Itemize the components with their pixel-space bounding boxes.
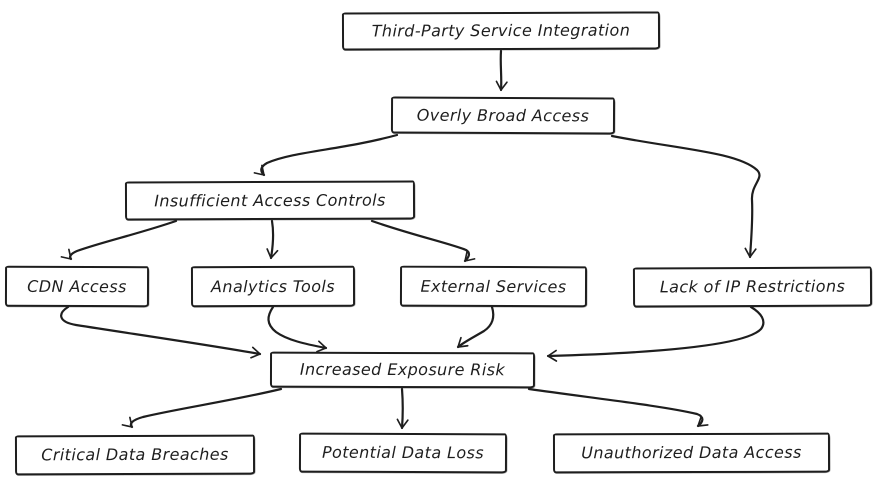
node-label-analytics: Analytics Tools	[211, 276, 335, 296]
node-critical-data-breaches: Critical Data Breaches	[14, 434, 256, 476]
node-label-cdn: CDN Access	[27, 276, 127, 296]
edge-increased-to-unauthorized	[527, 387, 709, 428]
node-label-potential: Potential Data Loss	[321, 442, 485, 463]
node-overly-broad-access: Overly Broad Access	[390, 96, 616, 135]
edge-insufficient-to-analytics	[266, 219, 279, 260]
node-external-services: External Services	[399, 265, 588, 308]
node-analytics-tools: Analytics Tools	[190, 265, 356, 308]
node-label-unauthorized: Unauthorized Data Access	[581, 442, 802, 463]
edge-increased-to-critical	[121, 387, 283, 429]
node-label-critical: Critical Data Breaches	[41, 444, 229, 465]
edge-insufficient-to-external	[370, 219, 476, 263]
edge-cdn-to-increased	[60, 305, 262, 359]
node-label-lack-ip: Lack of IP Restrictions	[659, 276, 846, 297]
edge-external-to-increased	[456, 305, 495, 349]
edge-lack-of-ip-to-increased	[546, 305, 765, 362]
node-label-third-party: Third-Party Service Integration	[371, 20, 631, 41]
edge-increased-to-potential	[396, 387, 409, 430]
node-cdn-access: CDN Access	[4, 265, 150, 308]
node-lack-of-ip-restrictions: Lack of IP Restrictions	[632, 266, 873, 308]
node-increased-exposure-risk: Increased Exposure Risk	[269, 351, 536, 389]
edge-overly-broad-to-lack-of-ip	[610, 134, 761, 259]
node-unauthorized-data-access: Unauthorized Data Access	[552, 432, 831, 474]
node-potential-data-loss: Potential Data Loss	[298, 432, 508, 474]
node-label-increased: Increased Exposure Risk	[299, 359, 506, 380]
edge-third-party-to-overly-broad	[495, 49, 508, 92]
node-label-external: External Services	[420, 276, 567, 296]
edge-overly-broad-to-insufficient	[253, 133, 399, 177]
node-label-insufficient: Insufficient Access Controls	[154, 190, 386, 210]
node-label-overly-broad: Overly Broad Access	[416, 105, 590, 125]
node-third-party-service-integration: Third-Party Service Integration	[341, 11, 661, 51]
edge-analytics-to-increased	[267, 305, 328, 353]
edge-insufficient-to-cdn	[60, 219, 178, 261]
node-insufficient-access-controls: Insufficient Access Controls	[124, 180, 416, 221]
